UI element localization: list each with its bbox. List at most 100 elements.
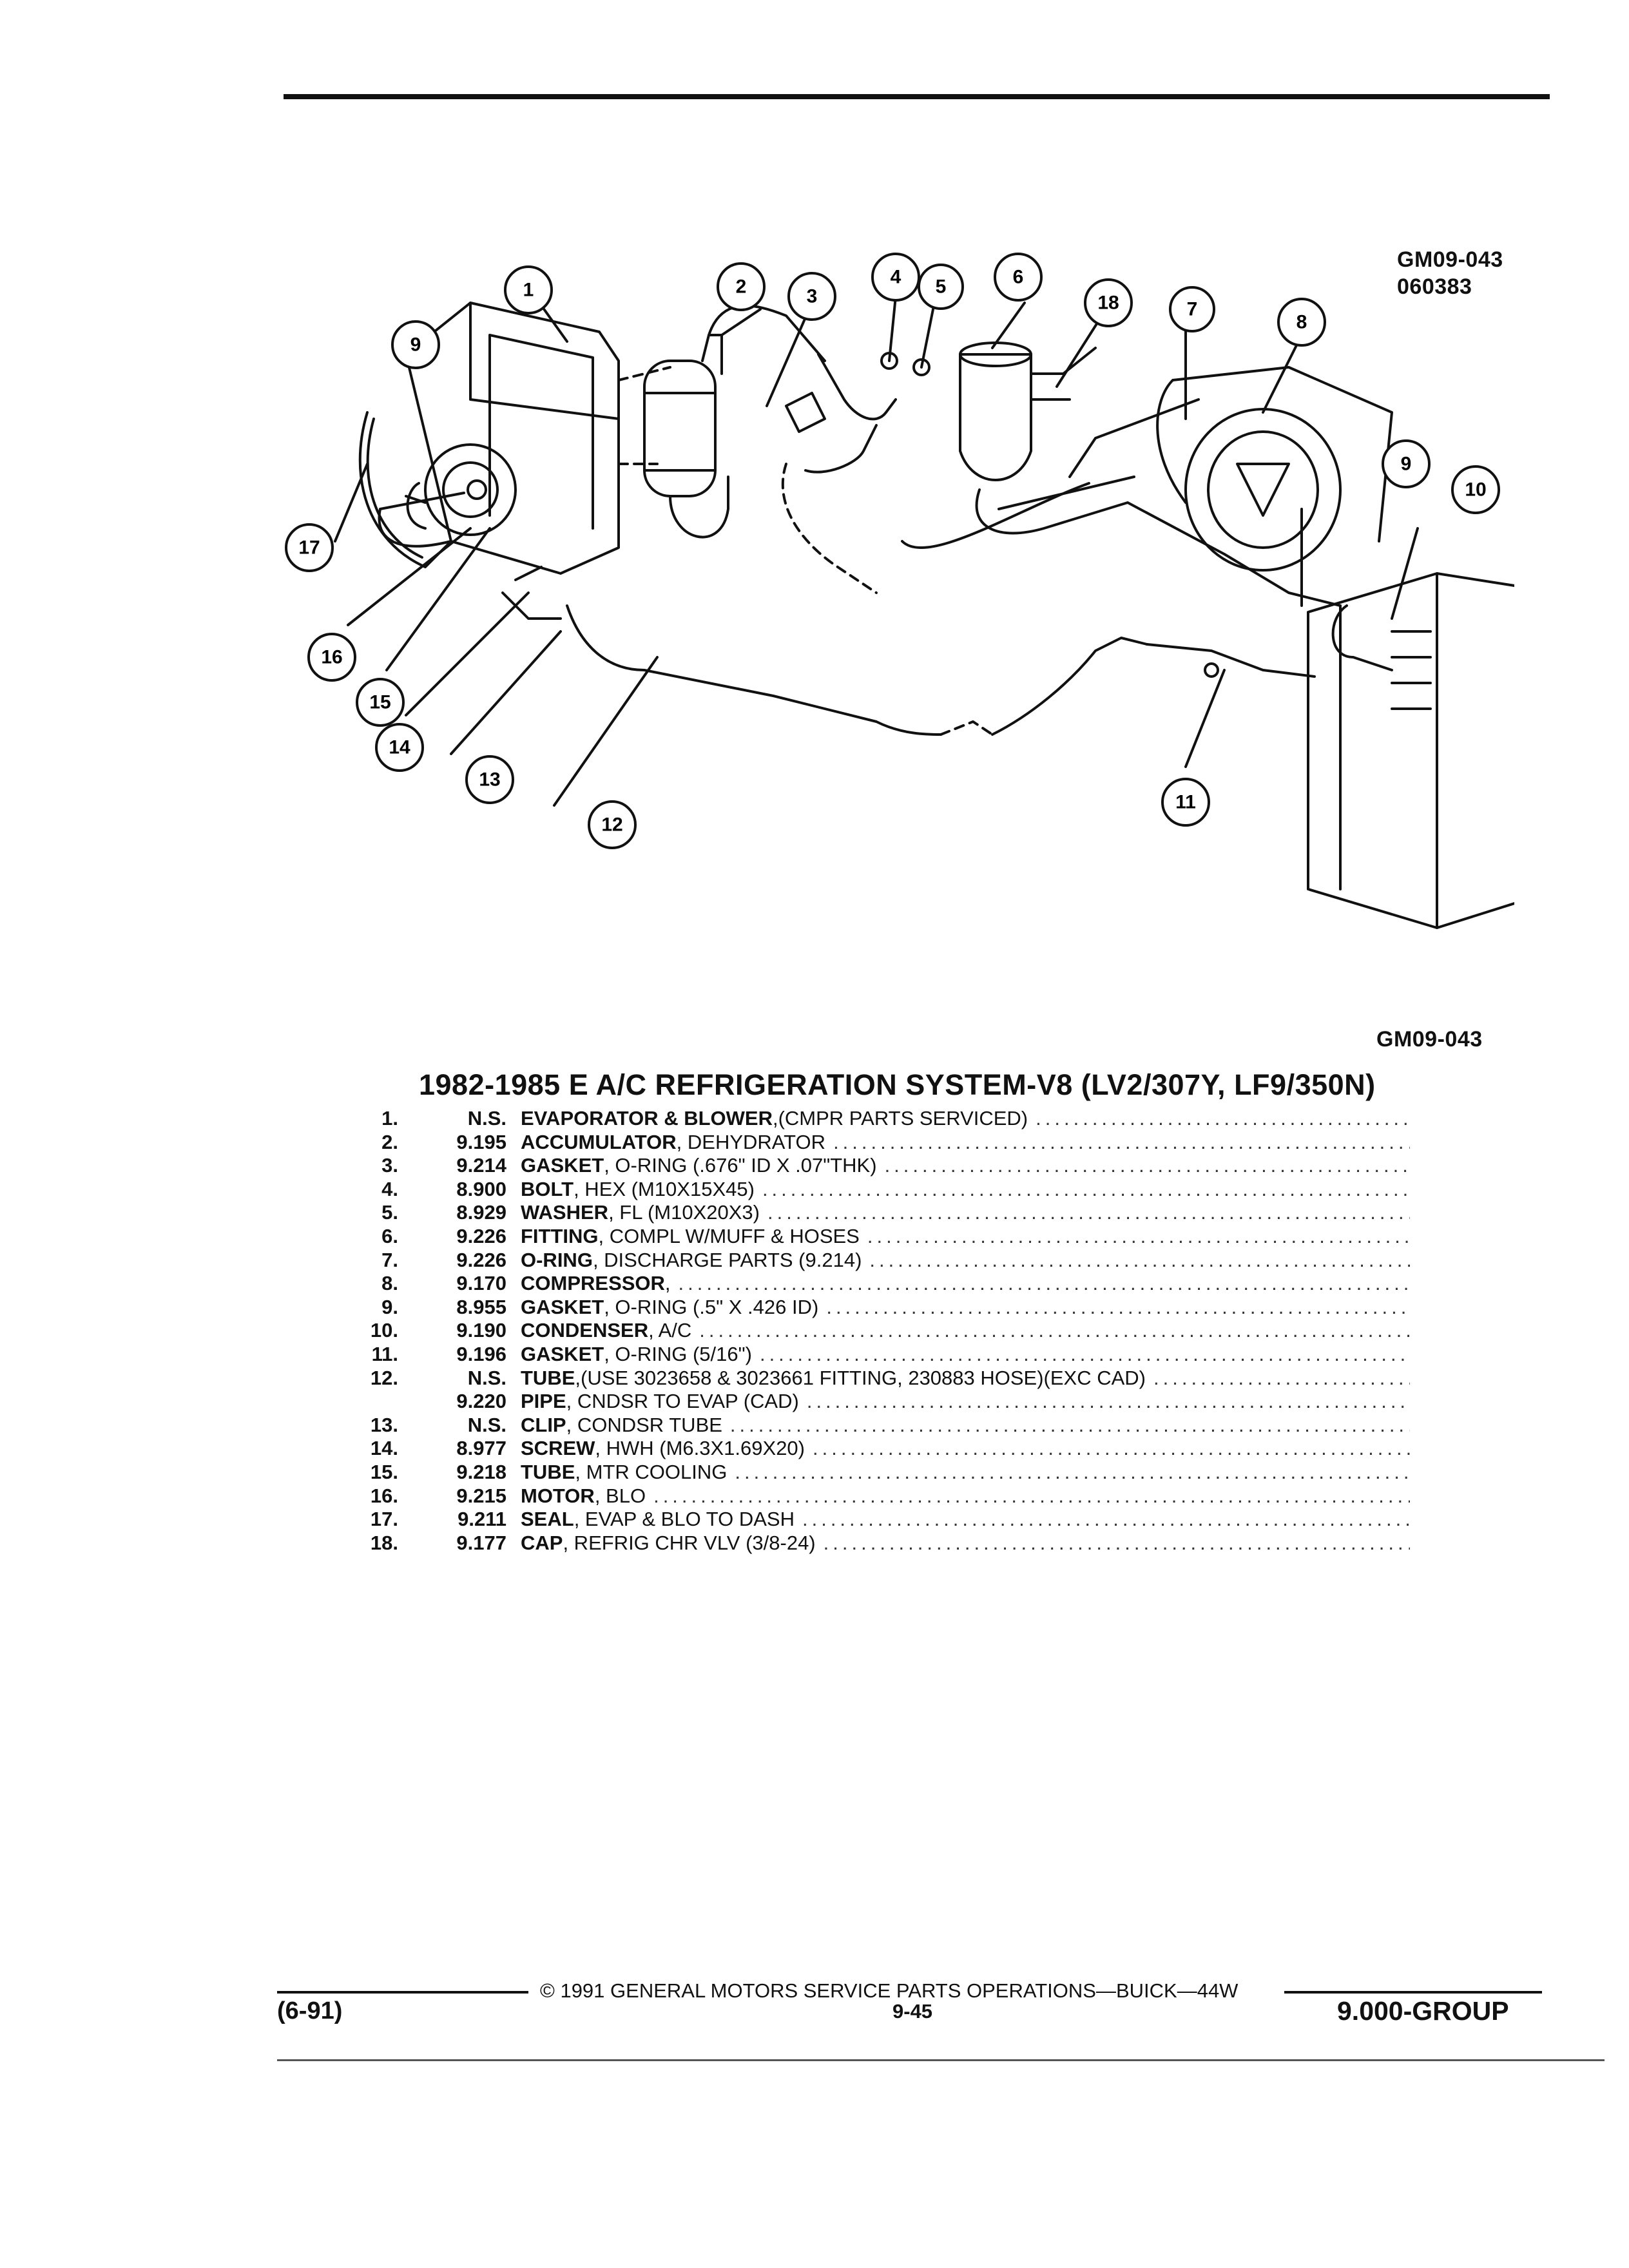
callout-7: 7 [1169,286,1215,332]
part-name: TUBE [521,1366,575,1389]
callout-10: 10 [1451,465,1500,514]
svg-text:13: 13 [479,769,500,791]
parts-table-title: 1982-1985 E A/C REFRIGERATION SYSTEM-V8 … [419,1068,1376,1101]
item-number: 12. [370,1366,398,1389]
svg-text:9: 9 [410,334,421,356]
dot-leader [802,1508,1410,1531]
accumulator [643,360,717,497]
item-number: 2. [381,1130,398,1153]
part-name: FITTING [521,1224,599,1247]
part-name: GASKET [521,1154,604,1177]
dot-leader [807,1390,1410,1413]
item-number: 1. [381,1107,398,1129]
top-rule [284,94,1550,99]
part-name: MOTOR [521,1484,595,1507]
svg-text:2: 2 [736,276,747,298]
part-detail: , O-RING (.5" X .426 ID) [604,1295,819,1318]
item-number: 10. [370,1319,398,1342]
part-name: CLIP [521,1413,566,1436]
parts-row: 10. 9.190 CONDENSER, A/C [353,1319,1410,1343]
group-number: 9.220 [456,1390,506,1413]
parts-list: 1.N.S.EVAPORATOR & BLOWER,(CMPR PARTS SE… [353,1107,1410,1555]
svg-text:10: 10 [1465,479,1486,501]
figure-code-top: GM09-043 [1397,247,1503,272]
group-number: 9.190 [456,1319,506,1342]
group-number: 9.215 [456,1484,506,1507]
svg-text:17: 17 [298,537,320,559]
dot-leader [885,1154,1410,1177]
svg-text:1: 1 [523,280,534,301]
part-name: O-RING [521,1248,593,1271]
callout-17: 17 [285,523,334,572]
part-name: BOLT [521,1177,574,1200]
part-detail: , O-RING (.676" ID X .07"THK) [604,1154,877,1177]
footer-page-number: 9-45 [892,2000,933,2023]
item-number: 9. [381,1295,398,1318]
part-description: COMPRESSOR, [521,1272,671,1295]
group-number: N.S. [467,1366,506,1389]
callout-3: 3 [787,272,836,321]
part-description: SEAL, EVAP & BLO TO DASH [521,1508,795,1531]
group-number: 9.177 [456,1531,506,1554]
part-name: TUBE [521,1460,575,1483]
part-name: GASKET [521,1295,604,1318]
part-detail: , HEX (M10X15X45) [574,1177,755,1200]
part-name: GASKET [521,1342,604,1365]
part-name: PIPE [521,1390,566,1413]
part-detail: ,(USE 3023658 & 3023661 FITTING, 230883 … [575,1366,1146,1389]
figure-code-bottom: GM09-043 [1376,1027,1483,1052]
footer-date: (6-91) [277,1997,343,2024]
part-detail: , REFRIG CHR VLV (3/8-24) [563,1531,816,1554]
item-number: 17. [370,1508,398,1531]
part-description: TUBE,(USE 3023658 & 3023661 FITTING, 230… [521,1367,1146,1390]
part-detail: , A/C [648,1319,692,1342]
seal-evap [358,411,452,568]
part-description: SCREW, HWH (M6.3X1.69X20) [521,1437,805,1460]
part-detail: , COMPL W/MUFF & HOSES [598,1224,860,1247]
blower-motor [424,443,517,536]
item-number: 6. [381,1224,398,1247]
dot-leader [699,1319,1410,1342]
part-name: CONDENSER [521,1319,649,1342]
dot-leader [653,1485,1410,1508]
part-description: MOTOR, BLO [521,1485,646,1508]
group-number: N.S. [467,1107,506,1129]
callout-11: 11 [1161,778,1210,827]
bottom-rule [277,2059,1605,2061]
dot-leader [826,1296,1410,1319]
part-detail: , DEHYDRATOR [676,1130,826,1153]
dot-leader [1036,1107,1410,1130]
svg-text:9: 9 [1401,454,1412,475]
exploded-parts-diagram: 1 2 3 4 5 6 18 7 8 9 17 16 15 14 13 12 1… [285,253,1514,929]
dot-leader [824,1532,1410,1555]
part-description: GASKET, O-RING (.676" ID X .07"THK) [521,1154,877,1177]
footer-group: 9.000-GROUP [1337,1996,1509,2026]
callout-4: 4 [871,253,920,302]
svg-text:12: 12 [601,814,622,836]
part-detail: , CONDSR TUBE [566,1413,722,1436]
item-number: 18. [370,1531,398,1554]
svg-text:11: 11 [1175,792,1196,813]
callout-5: 5 [918,264,964,310]
footer-rule-right [1284,1991,1542,1994]
group-number: 8.977 [456,1437,506,1460]
item-number: 8. [381,1272,398,1295]
item-number: 5. [381,1201,398,1224]
evaporator-housing [405,302,620,575]
svg-text:15: 15 [369,692,390,713]
part-detail: , EVAP & BLO TO DASH [574,1508,795,1531]
callout-6: 6 [994,253,1043,302]
footer-copyright: © 1991 GENERAL MOTORS SERVICE PARTS OPER… [540,1979,1239,2002]
item-number: 3. [381,1154,398,1177]
footer-rule-left [277,1991,528,1994]
group-number: 9.218 [456,1460,506,1483]
part-name: SEAL [521,1508,574,1531]
dot-leader [1153,1367,1410,1390]
